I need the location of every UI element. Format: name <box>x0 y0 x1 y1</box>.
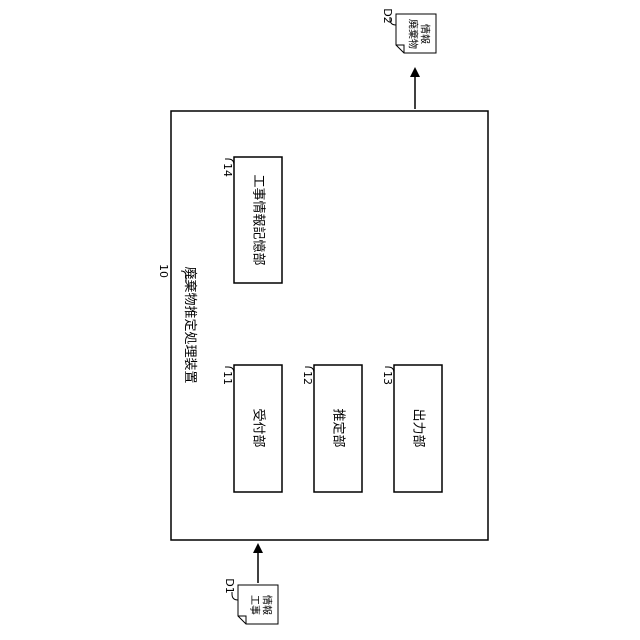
input-document-line2: 情報 <box>261 595 274 615</box>
unit-ref-13: 13 <box>381 371 394 385</box>
unit-label-14: 工事情報記憶部 <box>251 174 267 265</box>
unit-ref-14: 14 <box>221 163 234 177</box>
input-document-line1: 工事 <box>249 595 262 615</box>
unit-ref-12: 12 <box>301 371 314 385</box>
device-title: 廃棄物推定処理装置 <box>182 266 198 383</box>
device-box <box>171 111 488 540</box>
unit-label-13: 出力部 <box>411 408 426 447</box>
output-document-ref: D2 <box>381 8 394 23</box>
unit-ref-11: 11 <box>221 371 234 385</box>
input-document-ref: D1 <box>223 578 236 593</box>
unit-label-12: 推定部 <box>331 408 346 447</box>
output-document-line2: 情報 <box>419 24 432 44</box>
device-ref: 10 <box>157 264 170 278</box>
unit-label-11: 受付部 <box>251 408 266 447</box>
output-document-line1: 廃棄物 <box>407 19 420 49</box>
